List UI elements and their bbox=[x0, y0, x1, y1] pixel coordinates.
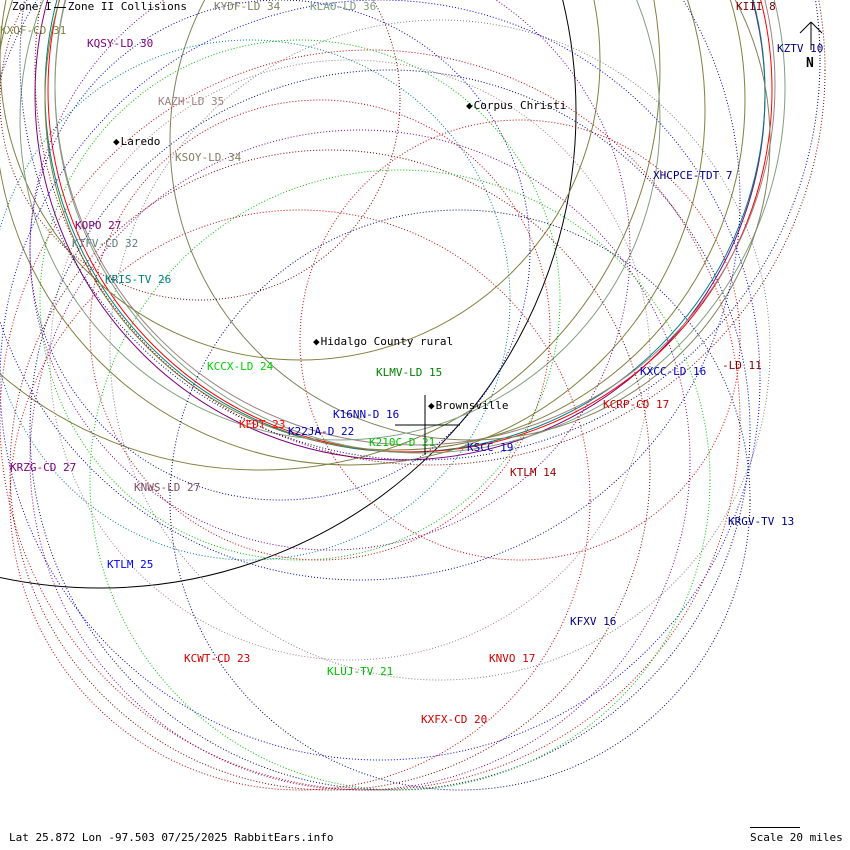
coverage-contour bbox=[34, 0, 826, 466]
station-label[interactable]: KLAO-LD 36 bbox=[310, 0, 377, 13]
city-marker[interactable]: ◆Laredo bbox=[113, 136, 160, 148]
station-label[interactable]: KSOY-LD 34 bbox=[175, 151, 242, 164]
station-label[interactable]: KLUJ-TV 21 bbox=[327, 665, 394, 678]
station-label[interactable]: KAZH-LD 35 bbox=[158, 95, 225, 108]
coverage-contour bbox=[0, 0, 761, 761]
city-name: Hidalgo County rural bbox=[320, 335, 454, 348]
station-label[interactable]: -LD 11 bbox=[722, 359, 762, 372]
station-label[interactable]: KXFX-CD 20 bbox=[421, 713, 488, 726]
station-label[interactable]: KRZG-CD 27 bbox=[10, 461, 77, 474]
coverage-contour bbox=[89, 99, 551, 561]
coverage-contour bbox=[0, 0, 661, 471]
city-marker[interactable]: ◆Hidalgo County rural bbox=[313, 336, 453, 348]
station-label[interactable]: KNVO 17 bbox=[489, 652, 536, 665]
coverage-contour bbox=[19, 0, 661, 441]
station-label[interactable]: KEDT 23 bbox=[239, 418, 286, 431]
station-label[interactable]: KRIS-TV 26 bbox=[105, 273, 172, 286]
city-dot-icon: ◆ bbox=[428, 399, 435, 412]
city-dot-icon: ◆ bbox=[313, 335, 320, 348]
station-label[interactable]: KXOF-CD 31 bbox=[0, 24, 67, 37]
legend-zone2: Zone II Collisions bbox=[67, 0, 187, 13]
coverage-contour bbox=[0, 39, 511, 561]
coverage-contour bbox=[0, 0, 741, 581]
coverage-contour bbox=[299, 119, 741, 561]
station-label[interactable]: K210C-D 21 bbox=[369, 436, 436, 449]
coverage-contour bbox=[169, 209, 751, 791]
station-label[interactable]: K22JA-D 22 bbox=[288, 425, 355, 438]
coverage-contour bbox=[29, 0, 631, 551]
station-label[interactable]: KTLM 14 bbox=[510, 466, 557, 479]
city-name: Brownsville bbox=[435, 399, 509, 412]
station-label[interactable]: KCRP-CD 17 bbox=[603, 398, 670, 411]
coverage-contour bbox=[169, 0, 771, 441]
north-arrow-icon bbox=[799, 21, 823, 50]
coverage-contour bbox=[89, 169, 711, 791]
coverage-contour bbox=[9, 209, 591, 791]
north-label: N bbox=[806, 56, 814, 71]
station-label[interactable]: XHCPCE-TDT 7 bbox=[653, 169, 733, 182]
scale-bar bbox=[750, 827, 800, 828]
coverage-contour bbox=[0, 0, 706, 466]
station-label[interactable]: KCWT-CD 23 bbox=[184, 652, 251, 665]
coverage-contour bbox=[44, 0, 766, 453]
station-label[interactable]: K16NN-D 16 bbox=[333, 408, 400, 421]
station-label[interactable]: KYDF-LD 34 bbox=[214, 0, 281, 13]
coverage-contour bbox=[0, 49, 741, 791]
coverage-contour bbox=[44, 0, 746, 451]
station-label[interactable]: KFXV 16 bbox=[570, 615, 617, 628]
station-label[interactable]: KLMV-LD 15 bbox=[376, 366, 443, 379]
station-label[interactable]: KTFV-CD 32 bbox=[72, 237, 139, 250]
coverage-contour bbox=[54, 0, 786, 454]
coverage-contour bbox=[9, 149, 651, 791]
city-dot-icon: ◆ bbox=[466, 99, 473, 112]
city-marker[interactable]: ◆Brownsville bbox=[428, 400, 508, 412]
coverage-contour bbox=[0, 0, 577, 589]
station-label[interactable]: KCCX-LD 24 bbox=[207, 360, 274, 373]
station-label[interactable]: KQSY-LD 30 bbox=[87, 37, 154, 50]
coverage-contour bbox=[29, 0, 531, 501]
coverage-contour bbox=[109, 19, 771, 681]
legend-line-symbol bbox=[53, 6, 66, 8]
coverage-contour bbox=[0, 0, 401, 301]
station-label[interactable]: KXCC-LD 16 bbox=[640, 365, 707, 378]
city-name: Corpus Christi bbox=[473, 99, 567, 112]
station-label[interactable]: KRGV-TV 13 bbox=[728, 515, 795, 528]
station-label[interactable]: KIII 8 bbox=[736, 0, 776, 13]
station-label[interactable]: KZTV 10 bbox=[777, 42, 824, 55]
location-info: Lat 25.872 Lon -97.503 07/25/2025 Rabbit… bbox=[9, 831, 334, 844]
station-label[interactable]: KOPO 27 bbox=[75, 219, 122, 232]
station-label[interactable]: KSCC 19 bbox=[467, 441, 514, 454]
city-dot-icon: ◆ bbox=[113, 135, 120, 148]
coverage-contour bbox=[49, 59, 651, 661]
city-marker[interactable]: ◆Corpus Christi bbox=[466, 100, 566, 112]
coverage-contour bbox=[39, 39, 561, 561]
coverage-contour bbox=[29, 69, 751, 791]
city-name: Laredo bbox=[120, 135, 161, 148]
legend-zone1: Zone I bbox=[12, 0, 52, 13]
coverage-contour bbox=[47, 0, 773, 453]
coverage-contour bbox=[19, 0, 821, 461]
station-label[interactable]: KTLM 25 bbox=[107, 558, 154, 571]
coverage-contour bbox=[0, 0, 601, 361]
station-label[interactable]: KNWS-LD 27 bbox=[134, 481, 201, 494]
coverage-contour bbox=[29, 129, 691, 791]
scale-label: Scale 20 miles bbox=[750, 831, 843, 844]
map-legend: Zone I Zone II Collisions bbox=[12, 1, 187, 13]
